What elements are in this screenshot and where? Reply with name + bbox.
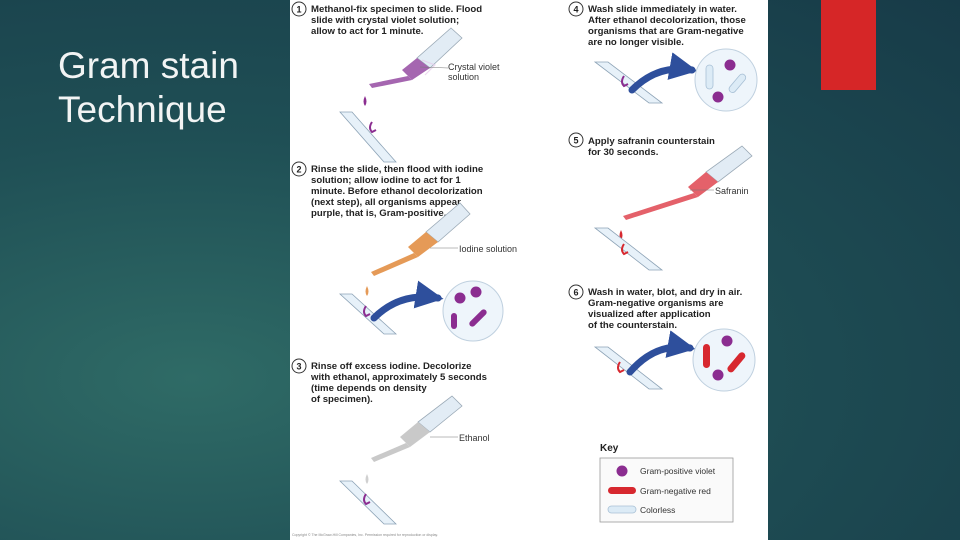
step-3-line-3: (time depends on density <box>311 383 427 394</box>
step-4-line-2: After ethanol decolorization, those <box>588 15 746 26</box>
step-6-line-1: Wash in water, blot, and dry in air. <box>588 287 742 298</box>
iodine-label: Iodine solution <box>459 244 517 254</box>
step-2-magnified-view <box>443 281 503 341</box>
step-6-line-2: Gram-negative organisms are <box>588 298 723 309</box>
step-6-text: Wash in water, blot, and dry in air. Gra… <box>588 287 745 331</box>
copyright-notice: Copyright © The McGraw-Hill Companies, I… <box>292 533 438 537</box>
step-1-line-1: Methanol-fix specimen to slide. Flood <box>311 4 482 15</box>
step-6-line-3: visualized after application <box>588 309 711 320</box>
step-4: 4 Wash slide immediately in water. After… <box>569 2 757 111</box>
step-3-number: 3 <box>296 361 301 371</box>
step-5-line-1: Apply safranin counterstain <box>588 136 715 147</box>
step-3: 3 Rinse off excess iodine. Decolorize wi… <box>292 359 490 524</box>
key-violet-swatch <box>617 466 628 477</box>
key-legend: Key Gram-positive violet Gram-negative r… <box>600 443 733 522</box>
step-6-line-4: of the counterstain. <box>588 320 677 331</box>
key-title: Key <box>600 443 619 454</box>
step-4-line-1: Wash slide immediately in water. <box>588 4 737 15</box>
step-4-slide <box>595 62 662 103</box>
step-2-line-3: minute. Before ethanol decolorization <box>311 186 483 197</box>
crystal-violet-label-line-1: Crystal violet <box>448 62 500 72</box>
crystal-violet-drop <box>364 96 367 106</box>
crystal-violet-label: Crystal violet solution <box>448 62 502 82</box>
step-1-text: Methanol-fix specimen to slide. Flood sl… <box>311 4 485 37</box>
step-2-arrow <box>374 297 438 318</box>
slide-title: Gram stain Technique <box>58 44 283 132</box>
step-1-line-2: slide with crystal violet solution; <box>311 15 459 26</box>
key-item-gram-positive: Gram-positive violet <box>640 466 716 476</box>
step-2-number: 2 <box>296 164 301 174</box>
step-5-line-2: for 30 seconds. <box>588 147 658 158</box>
key-red-swatch <box>608 487 636 494</box>
ethanol-dropper <box>371 396 462 462</box>
step-1-slide <box>340 112 396 162</box>
gram-stain-diagram: 1 Methanol-fix specimen to slide. Flood … <box>290 0 768 540</box>
step-2: 2 Rinse the slide, then flood with iodin… <box>292 162 517 341</box>
step-6-magnified-view <box>693 329 755 391</box>
step-1-line-3: allow to act for 1 minute. <box>311 26 423 37</box>
slide-title-line-2: Technique <box>58 88 283 132</box>
step-6: 6 Wash in water, blot, and dry in air. G… <box>569 285 755 391</box>
step-2-line-5: purple, that is, Gram-positive. <box>311 208 446 219</box>
step-4-line-4: are no longer visible. <box>588 37 684 48</box>
step-3-line-2: with ethanol, approximately 5 seconds <box>310 372 487 383</box>
step-5-slide <box>595 228 662 270</box>
ethanol-label: Ethanol <box>459 433 490 443</box>
iodine-drop <box>366 286 369 296</box>
safranin-label: Safranin <box>715 186 749 196</box>
step-1: 1 Methanol-fix specimen to slide. Flood … <box>292 2 502 162</box>
gram-stain-figure: 1 Methanol-fix specimen to slide. Flood … <box>290 0 768 540</box>
step-5-number: 5 <box>573 135 578 145</box>
step-4-number: 4 <box>573 4 578 14</box>
step-6-arrow <box>630 347 690 372</box>
key-item-colorless: Colorless <box>640 505 675 515</box>
step-5-text: Apply safranin counterstain for 30 secon… <box>588 136 718 158</box>
key-item-gram-negative: Gram-negative red <box>640 486 711 496</box>
step-6-number: 6 <box>573 287 578 297</box>
step-4-magnified-view <box>695 49 757 111</box>
key-colorless-swatch <box>608 506 636 513</box>
step-2-line-2: solution; allow iodine to act for 1 <box>311 175 461 186</box>
crystal-violet-label-line-2: solution <box>448 72 479 82</box>
step-4-line-3: organisms that are Gram-negative <box>588 26 744 37</box>
red-accent-bar <box>821 0 876 90</box>
step-3-line-1: Rinse off excess iodine. Decolorize <box>311 361 471 372</box>
step-3-line-4: of specimen). <box>311 394 373 405</box>
step-3-slide <box>340 481 396 524</box>
step-3-text: Rinse off excess iodine. Decolorize with… <box>310 361 490 405</box>
slide-title-line-1: Gram stain <box>58 44 283 88</box>
step-1-number: 1 <box>296 4 301 14</box>
step-2-line-1: Rinse the slide, then flood with iodine <box>311 164 483 175</box>
step-5: 5 Apply safranin counterstain for 30 sec… <box>569 133 752 270</box>
step-2-line-4: (next step), all organisms appear <box>311 197 461 208</box>
step-4-text: Wash slide immediately in water. After e… <box>588 4 748 48</box>
step-2-slide <box>340 294 396 334</box>
ethanol-drop <box>366 474 369 484</box>
